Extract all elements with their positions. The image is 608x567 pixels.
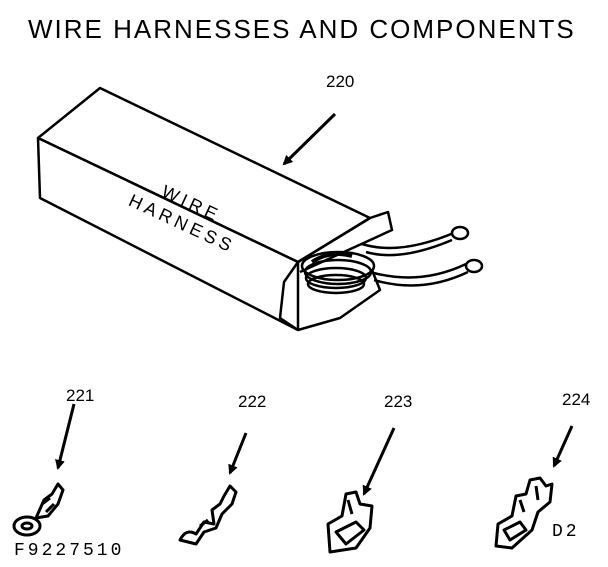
part-number-224: 224 [562, 390, 591, 409]
part-number-221: 221 [66, 386, 95, 405]
part-number-223: 223 [384, 392, 413, 411]
figure-code: F9227510 [14, 541, 125, 561]
part-number-222: 222 [238, 392, 267, 411]
wire-harness-box-icon [36, 86, 484, 332]
flag-connector-icon [326, 490, 374, 554]
page-code: D2 [552, 522, 580, 542]
ring-terminal-icon [12, 482, 65, 537]
diagram-title: WIRE HARNESSES AND COMPONENTS [28, 14, 576, 44]
crimp-terminal-icon [178, 484, 238, 546]
spade-connector-icon [494, 476, 554, 550]
part-number-220: 220 [326, 72, 355, 91]
